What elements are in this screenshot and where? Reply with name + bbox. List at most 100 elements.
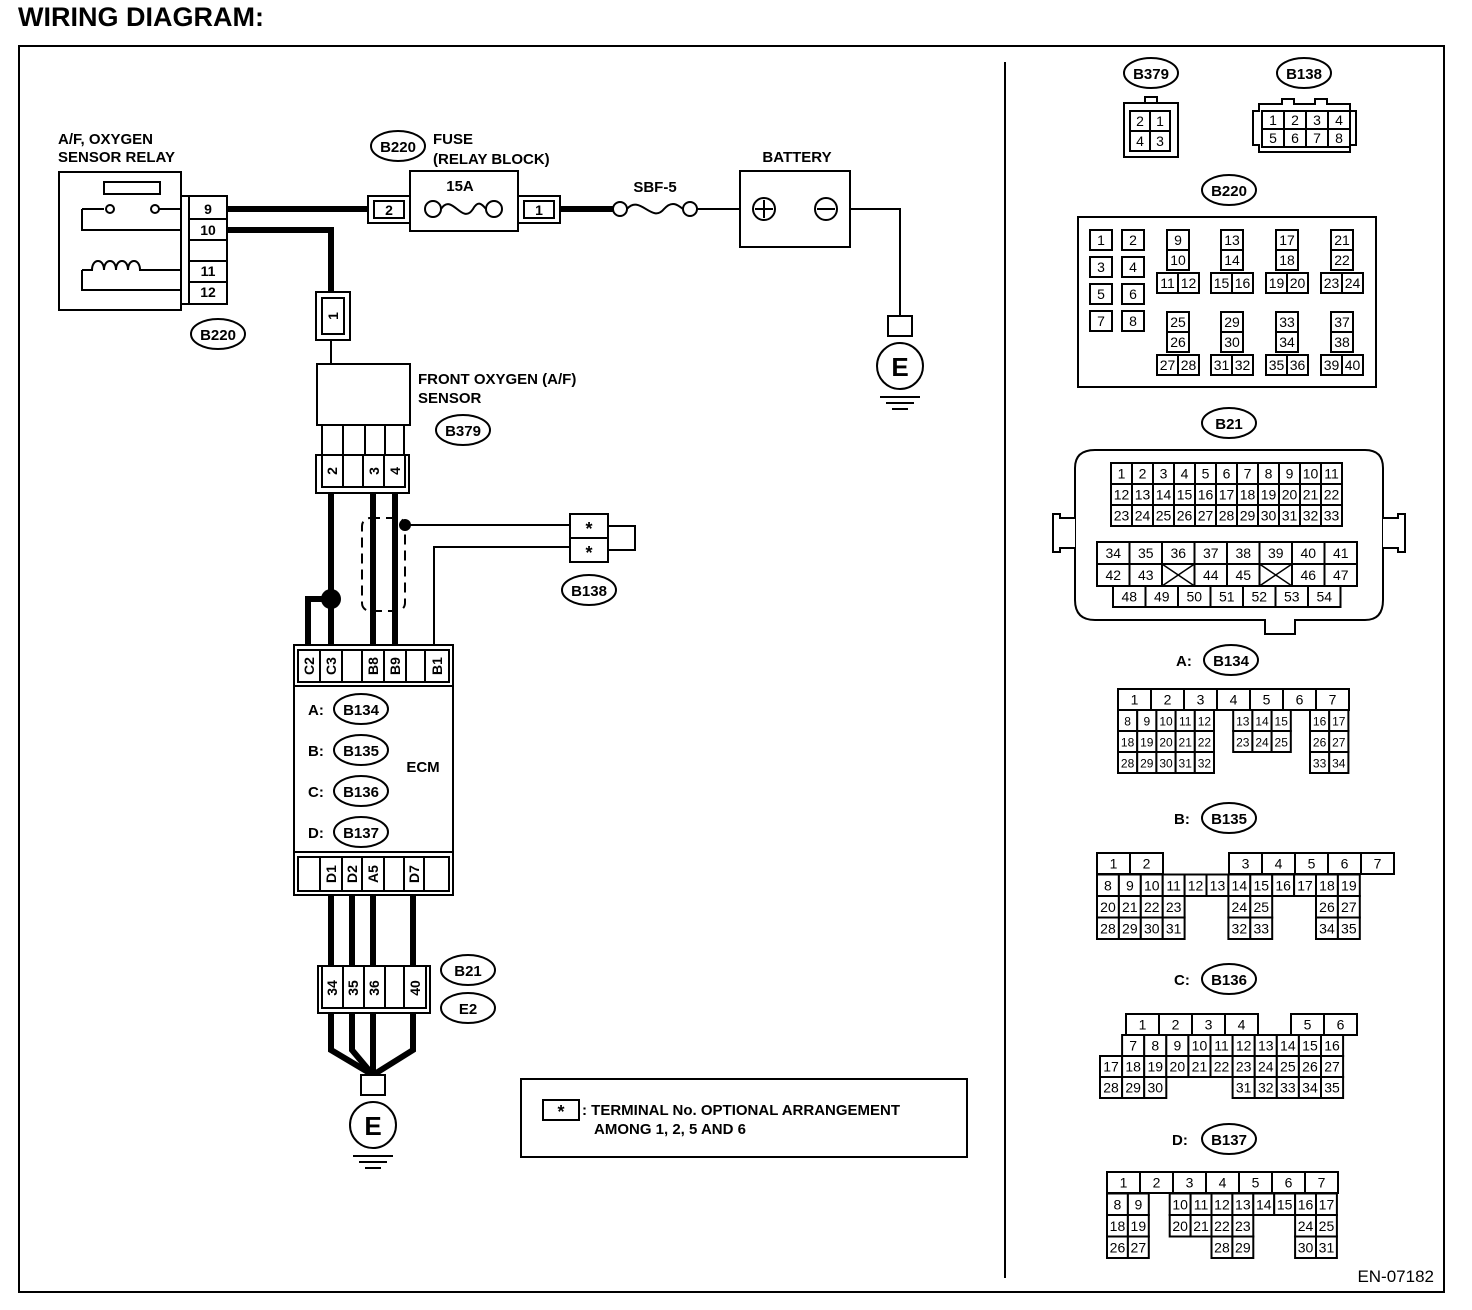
pin-22: 22	[1198, 736, 1212, 750]
fuse-rating: 15A	[446, 178, 474, 195]
pin-20: 20	[1172, 1218, 1188, 1234]
pin-5: 5	[1097, 286, 1105, 302]
pin-7: 7	[1097, 313, 1105, 329]
pin-cell	[1307, 585, 1342, 608]
fuse-label-line1: FUSE	[433, 131, 473, 148]
pin-4: 4	[1335, 112, 1343, 128]
pin-12: 12	[1236, 1038, 1252, 1054]
pin-2: 2	[1129, 232, 1137, 248]
pin-15: 15	[1214, 275, 1230, 291]
pin-29: 29	[1125, 1080, 1141, 1096]
battery: BATTERY	[739, 149, 851, 248]
ground-harness-connector: 34 35 36 40 B21 E2	[317, 954, 496, 1024]
pin-25: 25	[1253, 899, 1269, 915]
pin-51: 51	[1219, 589, 1235, 605]
pin-22: 22	[1144, 899, 1160, 915]
pin-16: 16	[1324, 1038, 1340, 1054]
view-b220-label: B220	[1211, 183, 1247, 200]
pin-cell	[1360, 852, 1395, 875]
pin-14: 14	[1255, 715, 1269, 729]
pin-cell	[1315, 1235, 1338, 1259]
pin-38: 38	[1235, 545, 1251, 561]
pin-45: 45	[1235, 567, 1251, 583]
pin-13: 13	[1224, 232, 1240, 248]
pin-cell	[1320, 504, 1343, 527]
pin-cell	[1270, 730, 1292, 753]
pin-16: 16	[1313, 715, 1327, 729]
pin-15: 15	[1277, 1196, 1293, 1212]
page-title: WIRING DIAGRAM:	[18, 2, 264, 32]
pin-20: 20	[1159, 736, 1173, 750]
pin-cell	[1089, 283, 1113, 305]
inline-pin-1: 1	[325, 312, 341, 320]
ecm-pin-b9: B9	[387, 657, 403, 675]
pin-cell	[1231, 354, 1254, 376]
pin-28: 28	[1103, 1080, 1119, 1096]
pin-15: 15	[1177, 487, 1193, 503]
b138-shield-connector: * * B138	[561, 513, 636, 606]
pin-19: 19	[1140, 736, 1154, 750]
pin-34: 34	[1105, 545, 1121, 561]
view-b137-label: B137	[1211, 1132, 1247, 1149]
pin-35: 35	[1324, 1080, 1340, 1096]
pin-32: 32	[1232, 920, 1248, 936]
pin-13: 13	[1258, 1038, 1274, 1054]
ground-pin-35: 35	[345, 980, 361, 996]
ecm-pin-d7: D7	[406, 865, 422, 883]
pin-28: 28	[1121, 757, 1135, 771]
pin-18: 18	[1121, 736, 1135, 750]
pin-cell	[1166, 331, 1190, 353]
ecm-connector-b134: B134	[343, 702, 380, 719]
pin-25: 25	[1280, 1059, 1296, 1075]
pin-14: 14	[1156, 487, 1172, 503]
blocked-cavity-mark	[1259, 563, 1293, 587]
sbf-5-fusible-link: SBF-5	[612, 179, 698, 217]
pin-35: 35	[1341, 920, 1357, 936]
fuse-pin-1: 1	[535, 202, 543, 218]
pin-46: 46	[1300, 567, 1316, 583]
pin-8: 8	[1151, 1038, 1159, 1054]
pin-30: 30	[1261, 508, 1277, 524]
ground-pin-34: 34	[324, 980, 340, 996]
pin-5: 5	[1308, 856, 1316, 872]
pin-10: 10	[1172, 1196, 1188, 1212]
view-b134-prefix: A:	[1176, 653, 1192, 670]
pin-cell	[1275, 249, 1299, 271]
sensor-connector-label: B379	[445, 423, 481, 440]
b138-connector-label: B138	[571, 583, 607, 600]
pin-37: 37	[1203, 545, 1219, 561]
pin-21: 21	[1192, 1059, 1208, 1075]
pin-cell	[1330, 331, 1354, 353]
pin-cell	[1121, 283, 1145, 305]
relay-sensor-inline-connector: 1	[315, 291, 351, 341]
sensor-pin-2: 2	[324, 467, 340, 475]
pin-16: 16	[1198, 487, 1214, 503]
pin-16: 16	[1235, 275, 1251, 291]
pin-32: 32	[1235, 357, 1251, 373]
pin-4: 4	[1181, 466, 1189, 482]
ecm-connector-b136: B136	[343, 784, 379, 801]
pin-30: 30	[1224, 334, 1240, 350]
pin-50: 50	[1186, 589, 1202, 605]
pin-2: 2	[1136, 113, 1144, 129]
pin-15: 15	[1275, 715, 1289, 729]
pin-27: 27	[1131, 1239, 1147, 1255]
pin-cell	[1220, 249, 1244, 271]
battery-ground-icon: E	[876, 315, 924, 410]
pin-1: 1	[1139, 1017, 1147, 1033]
pin-1: 1	[1131, 692, 1139, 708]
pin-1: 1	[1156, 113, 1164, 129]
pin-17: 17	[1297, 877, 1313, 893]
pin-cell	[1161, 916, 1186, 940]
ecm-connector-prefix-d: D:	[308, 825, 324, 842]
ecm-pin-d1: D1	[323, 865, 339, 883]
pin-14: 14	[1256, 1196, 1272, 1212]
pin-18: 18	[1279, 252, 1295, 268]
pin-19: 19	[1131, 1218, 1147, 1234]
ecm-ground-icon: E	[349, 1074, 397, 1169]
pin-23: 23	[1236, 736, 1250, 750]
ecm-ground-label: E	[364, 1111, 381, 1141]
